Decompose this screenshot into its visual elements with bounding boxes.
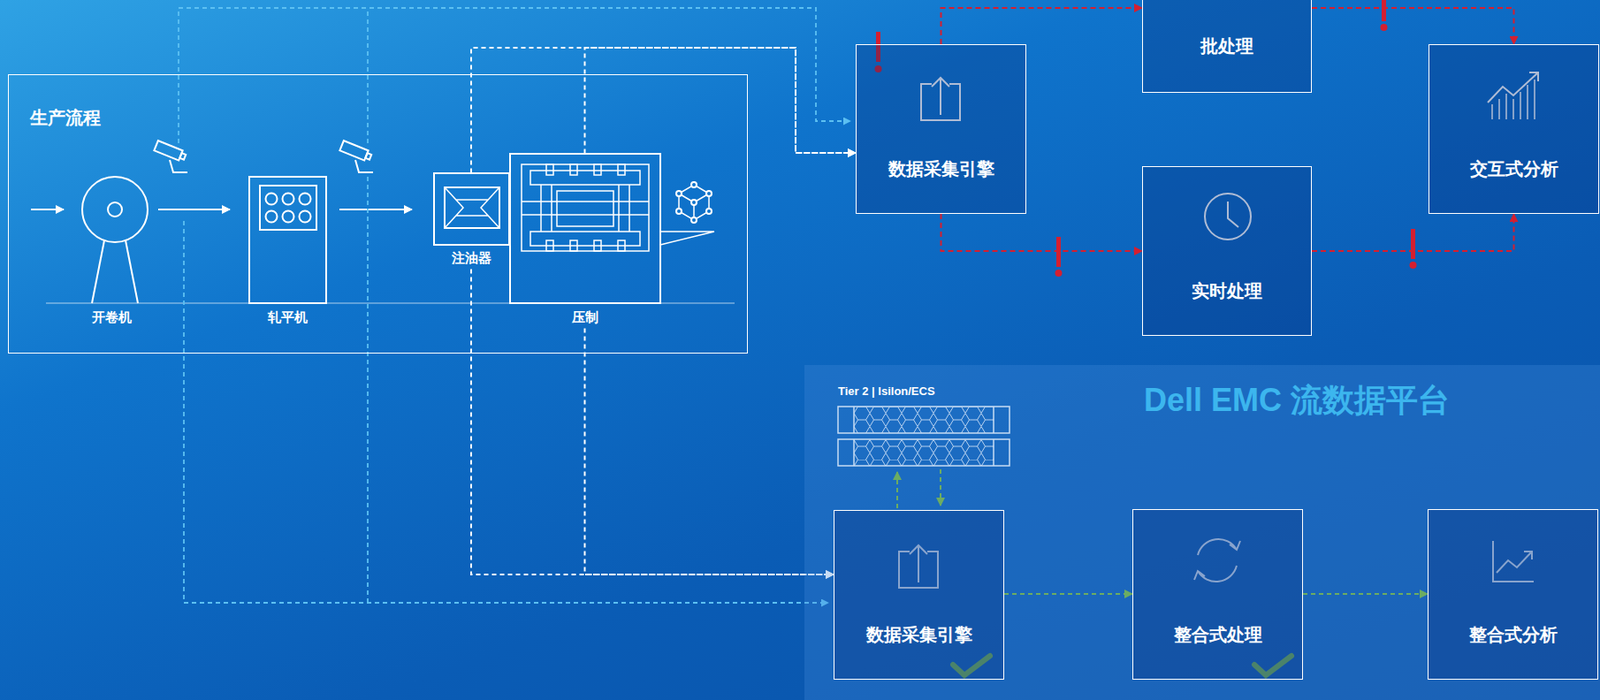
platform-title: Dell EMC 流数据平台 bbox=[1143, 379, 1450, 423]
drawing-part bbox=[183, 220, 829, 603]
drawing-part bbox=[546, 240, 554, 252]
drawing-part bbox=[556, 190, 614, 227]
drawing-part bbox=[169, 160, 188, 173]
drawing-part bbox=[365, 152, 372, 160]
machine-label: 注油器 bbox=[451, 250, 492, 267]
drawing-part bbox=[691, 199, 697, 206]
drawing-part bbox=[82, 176, 148, 243]
drawing-part bbox=[249, 176, 327, 304]
drawing-part bbox=[676, 190, 682, 197]
drawing-part bbox=[125, 240, 138, 304]
machine: 压制 bbox=[510, 153, 661, 329]
process-box: 交互式分析 bbox=[1428, 44, 1600, 214]
process-box: 数据采集引擎 bbox=[833, 510, 1005, 680]
drawing-part bbox=[266, 211, 278, 223]
drawing-part bbox=[570, 240, 578, 252]
connector bbox=[941, 213, 1143, 252]
drawing-part bbox=[355, 160, 374, 173]
drawing-part bbox=[691, 182, 697, 188]
connector bbox=[585, 328, 835, 576]
drawing-part bbox=[366, 7, 369, 144]
box-label: 整合式分析 bbox=[1469, 624, 1558, 646]
process-box: 整合式处理 bbox=[1132, 509, 1303, 680]
connector bbox=[1311, 7, 1515, 45]
machine-label: 压制 bbox=[571, 309, 599, 327]
panel-title: 生产流程 bbox=[30, 106, 101, 130]
box-label: 实时处理 bbox=[1191, 280, 1263, 302]
drawing-part bbox=[521, 164, 649, 252]
drawing-part bbox=[299, 193, 312, 206]
drawing-part bbox=[366, 176, 369, 603]
drawing-part bbox=[179, 152, 186, 160]
process-panel: 生产流程开卷机 轧平机 注油器压制 bbox=[7, 74, 748, 354]
drawing-part bbox=[1055, 269, 1063, 277]
drawing-part bbox=[282, 211, 295, 223]
drawing-part bbox=[691, 217, 697, 223]
process-box: 数据采集引擎 bbox=[855, 44, 1027, 214]
drawing-part bbox=[107, 202, 122, 217]
connector bbox=[1311, 213, 1515, 252]
machine: 注油器 bbox=[434, 173, 510, 270]
drawing-part bbox=[444, 187, 500, 229]
drawing-part bbox=[178, 7, 851, 144]
drawing-part bbox=[546, 164, 554, 176]
drawing-part bbox=[617, 164, 625, 176]
drawing-part bbox=[521, 184, 649, 232]
drawing-part bbox=[617, 240, 625, 252]
box-label: 整合式处理 bbox=[1173, 624, 1263, 646]
drawing-part bbox=[594, 240, 602, 252]
drawing-part bbox=[706, 208, 712, 214]
drawing-part bbox=[91, 240, 105, 304]
drawing-part bbox=[339, 140, 368, 160]
connector bbox=[585, 47, 857, 154]
drawing-part bbox=[1410, 228, 1416, 260]
drawing-part bbox=[282, 193, 295, 206]
box-label: 数据采集引擎 bbox=[866, 624, 973, 646]
drawing-part bbox=[153, 140, 183, 160]
drawing-part bbox=[30, 208, 64, 211]
drawing-part bbox=[570, 164, 578, 176]
drawing-part bbox=[158, 208, 230, 211]
drawing-part bbox=[153, 140, 187, 162]
drawing-part bbox=[510, 153, 661, 304]
process-box: 批处理 bbox=[1142, 0, 1312, 93]
connector bbox=[471, 269, 834, 576]
drawing-part bbox=[1380, 23, 1388, 31]
machine-label: 轧平机 bbox=[267, 309, 308, 327]
box-label: 交互式分析 bbox=[1470, 158, 1559, 180]
drawing-part bbox=[678, 184, 709, 221]
drawing-part bbox=[676, 208, 682, 214]
camera-icon bbox=[153, 140, 374, 173]
machine: 轧平机 bbox=[249, 176, 327, 329]
process-box: 实时处理 bbox=[1142, 166, 1312, 336]
drawing-part bbox=[594, 164, 602, 176]
drawing-part bbox=[1381, 0, 1387, 22]
box-label: 数据采集引擎 bbox=[888, 158, 995, 180]
box-label: 批处理 bbox=[1200, 35, 1254, 57]
drawing-part bbox=[339, 140, 373, 162]
drawing-part bbox=[706, 190, 712, 197]
connector bbox=[471, 47, 856, 174]
storage-label: Tier 2 | Isilon/ECS bbox=[838, 384, 936, 398]
drawing-part bbox=[434, 173, 510, 245]
drawing-part bbox=[339, 208, 412, 211]
machine-label: 开卷机 bbox=[91, 309, 132, 327]
drawing-part bbox=[259, 185, 317, 230]
drawing-part bbox=[266, 193, 278, 206]
process-illustration bbox=[30, 153, 735, 304]
machine: 开卷机 bbox=[76, 176, 148, 329]
camera-signal-line bbox=[178, 7, 851, 603]
drawing-part bbox=[1409, 261, 1418, 269]
connector bbox=[941, 7, 1143, 45]
platform-panel: Dell EMC 流数据平台数据采集引擎 整合式处理 整合式分析 bbox=[804, 365, 1600, 700]
drawing-part bbox=[444, 187, 500, 229]
drawing-part bbox=[660, 231, 715, 245]
drawing-part bbox=[299, 211, 312, 223]
process-box: 整合式分析 bbox=[1427, 509, 1599, 680]
